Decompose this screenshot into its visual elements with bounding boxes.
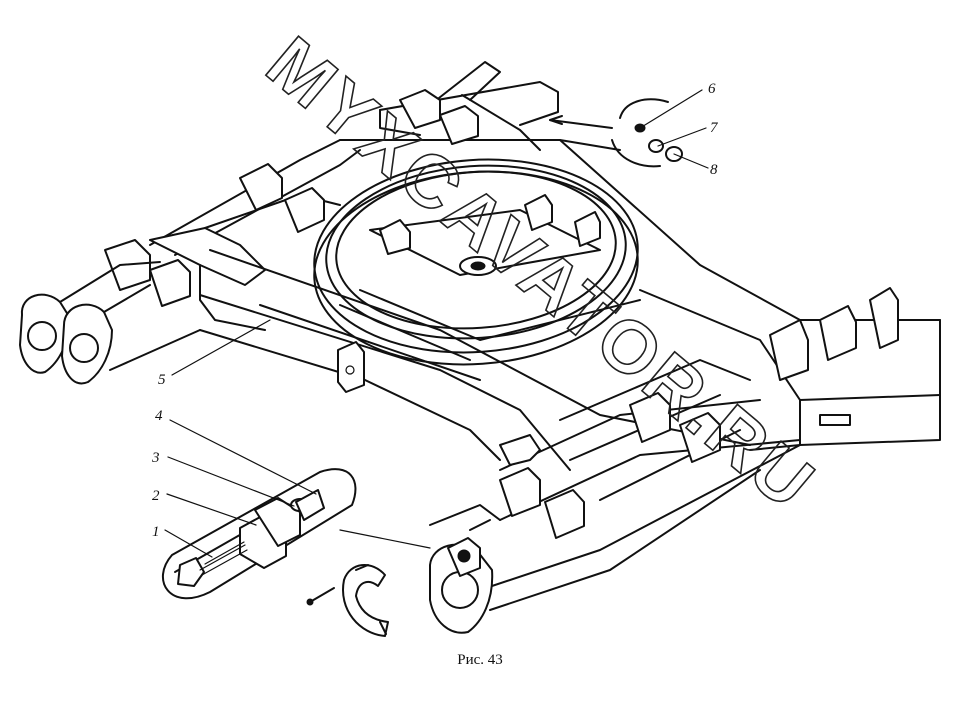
leader-lines [164, 89, 709, 558]
loose-parts [306, 564, 389, 637]
callout-4: 4 [155, 408, 163, 424]
callout-3: 3 [151, 450, 160, 466]
callout-1: 1 [152, 524, 160, 540]
callout-2: 2 [152, 488, 160, 504]
left-clamps [19, 261, 201, 385]
crawler-frame [104, 61, 941, 611]
front-clamp [429, 504, 501, 634]
detail-6-7-8 [549, 98, 683, 168]
callout-8: 8 [710, 162, 718, 178]
callout-5: 5 [158, 372, 166, 388]
bolt-detail-inset [161, 468, 357, 600]
callout-numbers: 1 2 3 4 5 6 7 8 [151, 81, 719, 540]
figure-caption: Рис. 43 [457, 652, 503, 668]
slewing-ring [313, 158, 639, 366]
callout-6: 6 [708, 81, 716, 97]
callout-7: 7 [710, 120, 719, 136]
